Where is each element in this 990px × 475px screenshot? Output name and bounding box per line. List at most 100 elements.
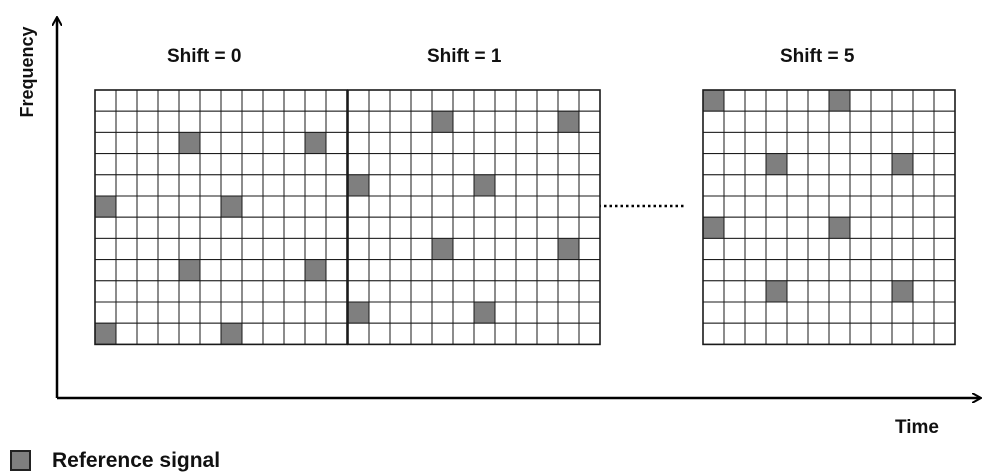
grid-cell [723,280,746,303]
grid-cell [325,237,348,261]
reference-signal-cell [431,110,454,133]
grid-cell [157,153,180,176]
grid-cell [115,110,138,133]
grid-cell [723,216,746,239]
grid-cell [262,259,285,282]
grid-cell [870,237,893,261]
grid-cell [536,259,559,282]
grid-cell [744,174,767,197]
grid-cell [304,195,327,218]
grid-cell [325,216,348,239]
grid-cell [199,131,222,155]
grid-cell [262,195,285,218]
grid-cell [723,195,746,218]
grid-cell [870,195,893,218]
grid-cell [347,322,370,345]
grid-cell [199,216,222,239]
grid-cell [410,195,433,218]
grid-cell [536,131,559,155]
grid-cell [870,174,893,197]
grid-cell [786,131,809,155]
grid-cell [933,131,956,155]
grid-cell [325,153,348,176]
grid-cell [536,174,559,197]
grid-cell [891,301,914,324]
grid-cell [157,131,180,155]
grid-cell [389,301,412,324]
grid-cell [849,153,872,176]
grid-cell [891,216,914,239]
grid-cell [368,216,391,239]
reference-signal-cell [178,131,201,155]
grid-cell [723,153,746,176]
grid-cell [431,131,454,155]
grid-cell [933,259,956,282]
reference-signal-cell [220,195,243,218]
grid-cell [389,110,412,133]
grid-cell [744,131,767,155]
grid-cell [199,174,222,197]
grid-cell [241,89,264,112]
grid-cell [515,153,538,176]
grid-cell [786,89,809,112]
grid-cell [912,195,935,218]
grid-cell [199,195,222,218]
grid-cell [431,259,454,282]
grid-cell [473,322,496,345]
grid-cell [912,110,935,133]
grid-cell [94,216,117,239]
reference-signal-cell [765,280,788,303]
grid-cell [702,174,725,197]
grid-cell [347,280,370,303]
grid-cell [807,110,830,133]
grid-cell [368,322,391,345]
grid-cell [262,216,285,239]
grid-cell [431,89,454,112]
grid-cell [283,216,306,239]
grid-cell [304,301,327,324]
grid-cell [912,259,935,282]
grid-cell [702,110,725,133]
grid-cell [870,216,893,239]
grid-cell [94,89,117,112]
grid-cell [765,110,788,133]
grid-cell [578,216,601,239]
grid-cell [431,301,454,324]
grid-cell [786,110,809,133]
grid-cell [220,237,243,261]
grid-cell [494,259,517,282]
grid-cell [515,216,538,239]
grid-cell [241,322,264,345]
grid-cell [765,89,788,112]
grid-cell [849,131,872,155]
grid-cell [933,89,956,112]
grid-cell [870,301,893,324]
grid-cell [199,89,222,112]
grid-cell [828,301,851,324]
grid-cell [94,174,117,197]
grid-cell [410,259,433,282]
grid-cell [157,301,180,324]
grid-cell [199,259,222,282]
grid-cell [933,153,956,176]
grid-cell [325,322,348,345]
grid-cell [262,174,285,197]
grid-cell [828,322,851,345]
grid-cell [702,280,725,303]
grid-cell [912,301,935,324]
grid-cell [283,322,306,345]
grid-cell [157,259,180,282]
grid-cell [765,216,788,239]
grid-cell [325,131,348,155]
resource-grid-0 [94,89,348,346]
grid-cell [115,216,138,239]
grid-cell [473,131,496,155]
grid-cell [536,89,559,112]
grid-cell [178,174,201,197]
grid-cell [241,237,264,261]
grid-cell [283,195,306,218]
grid-cell [410,237,433,261]
grid-cell [431,195,454,218]
grid-cell [744,216,767,239]
grid-cell [723,89,746,112]
